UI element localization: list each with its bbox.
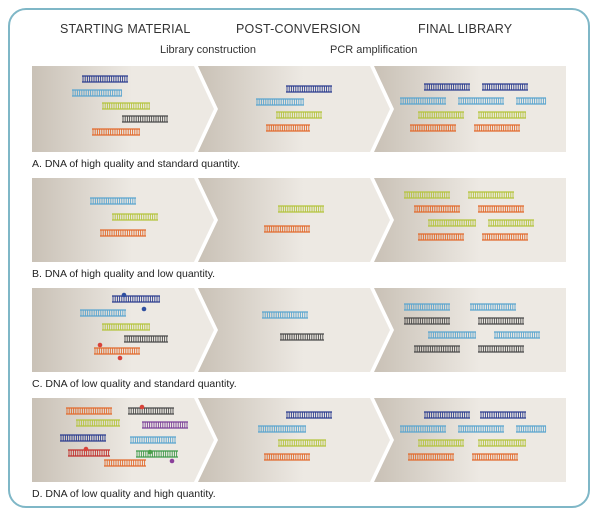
dna-fragment <box>94 347 140 355</box>
dna-fragment <box>258 425 306 433</box>
dna-fragment <box>478 317 524 325</box>
panel-starting-material <box>32 398 214 482</box>
damage-dot <box>117 355 123 361</box>
dna-fragment <box>100 229 146 237</box>
dna-fragment <box>124 335 168 343</box>
dna-fragment <box>286 411 332 419</box>
dna-fragment <box>264 453 310 461</box>
dna-fragment <box>122 115 168 123</box>
panel-post-conversion <box>198 288 390 372</box>
caption-row-a: A. DNA of high quality and standard quan… <box>32 158 241 170</box>
dna-fragment <box>286 85 332 93</box>
dna-fragment <box>480 411 526 419</box>
dna-fragment <box>112 213 158 221</box>
dna-fragment <box>130 436 176 444</box>
dna-fragment <box>256 98 304 106</box>
dna-fragment <box>82 75 128 83</box>
damage-dot <box>83 446 89 452</box>
dna-fragment <box>102 102 150 110</box>
dna-fragment <box>264 225 310 233</box>
dna-fragment <box>90 197 136 205</box>
dna-fragment <box>60 434 106 442</box>
dna-fragment <box>482 83 528 91</box>
dna-fragment <box>516 97 547 105</box>
dna-fragment <box>458 425 504 433</box>
dna-fragment <box>76 419 120 427</box>
dna-fragment <box>400 425 446 433</box>
dna-fragment <box>136 450 178 458</box>
dna-fragment <box>404 191 450 199</box>
dna-fragment <box>112 295 160 303</box>
label-library-construction: Library construction <box>160 44 256 56</box>
dna-fragment <box>516 425 547 433</box>
damage-dot <box>147 449 153 455</box>
header-final-library: FINAL LIBRARY <box>418 22 513 36</box>
dna-fragment <box>68 449 110 457</box>
dna-fragment <box>408 453 454 461</box>
dna-fragment <box>494 331 540 339</box>
dna-fragment <box>410 124 456 132</box>
dna-fragment <box>72 89 122 97</box>
dna-fragment <box>266 124 310 132</box>
dna-fragment <box>478 111 526 119</box>
dna-fragment <box>482 233 528 241</box>
header-starting-material: STARTING MATERIAL <box>60 22 191 36</box>
row-a-panel <box>32 66 566 152</box>
dna-fragment <box>474 124 520 132</box>
caption-row-d: D. DNA of low quality and high quantity. <box>32 488 216 500</box>
dna-fragment <box>142 421 188 429</box>
dna-fragment <box>414 205 460 213</box>
dna-fragment <box>428 219 476 227</box>
dna-fragment <box>102 323 150 331</box>
damage-dot <box>97 342 103 348</box>
dna-fragment <box>404 317 450 325</box>
row-c-panel <box>32 288 566 372</box>
panel-post-conversion <box>198 178 390 262</box>
dna-fragment <box>278 439 326 447</box>
dna-fragment <box>280 333 324 341</box>
caption-row-c: C. DNA of low quality and standard quant… <box>32 378 237 390</box>
caption-row-b: B. DNA of high quality and low quantity. <box>32 268 216 280</box>
row-b-panel <box>32 178 566 262</box>
dna-fragment <box>278 205 324 213</box>
dna-fragment <box>104 459 146 467</box>
dna-fragment <box>478 205 524 213</box>
dna-fragment <box>80 309 126 317</box>
row-d-panel <box>32 398 566 482</box>
label-pcr-amplification: PCR amplification <box>330 44 418 56</box>
dna-fragment <box>418 233 464 241</box>
dna-fragment <box>404 303 450 311</box>
dna-fragment <box>478 345 524 353</box>
panel-final-library <box>374 398 566 482</box>
dna-fragment <box>424 83 470 91</box>
dna-fragment <box>458 97 504 105</box>
damage-dot <box>121 292 127 298</box>
header-post-conversion: POST-CONVERSION <box>236 22 361 36</box>
damage-dot <box>169 458 175 464</box>
dna-fragment <box>488 219 534 227</box>
damage-dot <box>141 306 147 312</box>
dna-fragment <box>418 439 464 447</box>
panel-post-conversion <box>198 66 390 152</box>
dna-fragment <box>414 345 460 353</box>
dna-fragment <box>418 111 464 119</box>
dna-fragment <box>478 439 526 447</box>
dna-fragment <box>472 453 518 461</box>
dna-fragment <box>470 303 516 311</box>
dna-fragment <box>128 407 174 415</box>
dna-fragment <box>66 407 112 415</box>
dna-fragment <box>262 311 308 319</box>
dna-fragment <box>468 191 514 199</box>
damage-dot <box>139 404 145 410</box>
dna-fragment <box>276 111 322 119</box>
panel-final-library <box>374 66 566 152</box>
dna-fragment <box>424 411 470 419</box>
panel-final-library <box>374 288 566 372</box>
dna-fragment <box>400 97 446 105</box>
dna-fragment <box>428 331 476 339</box>
dna-fragment <box>92 128 140 136</box>
